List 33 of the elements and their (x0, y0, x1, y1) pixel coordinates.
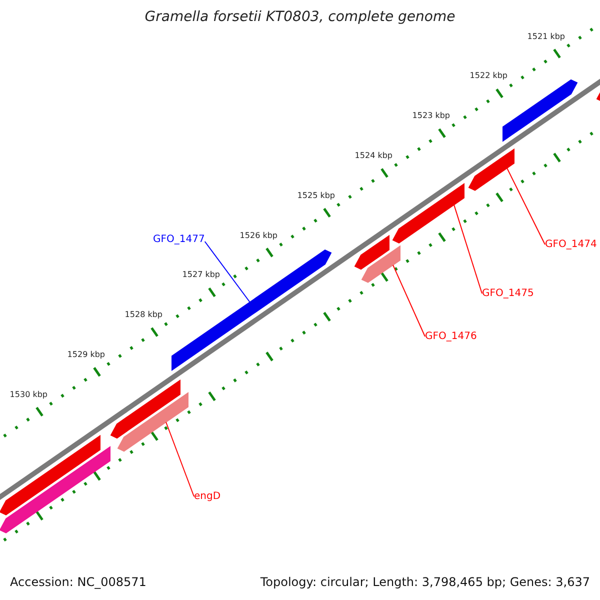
gene-bar (0, 434, 100, 516)
gene-bar (172, 250, 332, 371)
gene-bar (392, 182, 464, 244)
gene-label: GFO_1474 (545, 239, 597, 250)
scale-label: 1521 kbp (527, 32, 565, 41)
leader-line (392, 264, 426, 337)
gene-label: GFO_1475 (482, 288, 534, 299)
scale-label: 1526 kbp (240, 230, 278, 240)
scale-label: 1524 kbp (354, 150, 392, 160)
scale-label: 1529 kbp (67, 350, 105, 359)
gene-bar (354, 234, 390, 270)
scale-label: 1528 kbp (124, 310, 162, 320)
gene-bar (468, 148, 514, 191)
accession-note: Accession: NC_008571 (10, 575, 146, 589)
chart-title: Gramella forsetii KT0803, complete genome (144, 9, 456, 25)
gene-bar (361, 245, 400, 283)
scale-label: 1525 kbp (297, 190, 335, 200)
gene-label: GFO_1476 (425, 331, 477, 342)
scale-label: 1530 kbp (10, 390, 48, 399)
gene-bar (502, 79, 578, 142)
scale-label: 1522 kbp (470, 71, 508, 80)
gene-label: GFO_1477 (153, 234, 205, 245)
leader-line (506, 168, 546, 245)
gene-bar (110, 379, 180, 439)
leader-line (166, 422, 194, 497)
scale-label: 1523 kbp (412, 111, 450, 120)
genome-summary: Topology: circular; Length: 3,798,465 bp; Genes: 3,637 (260, 575, 590, 589)
leader-line (454, 204, 482, 294)
scale-label: 1527 kbp (182, 270, 220, 280)
gene-bar (117, 392, 188, 452)
gene-label: engD (194, 491, 221, 502)
leader-line (204, 241, 250, 303)
gene-bar (0, 446, 110, 534)
